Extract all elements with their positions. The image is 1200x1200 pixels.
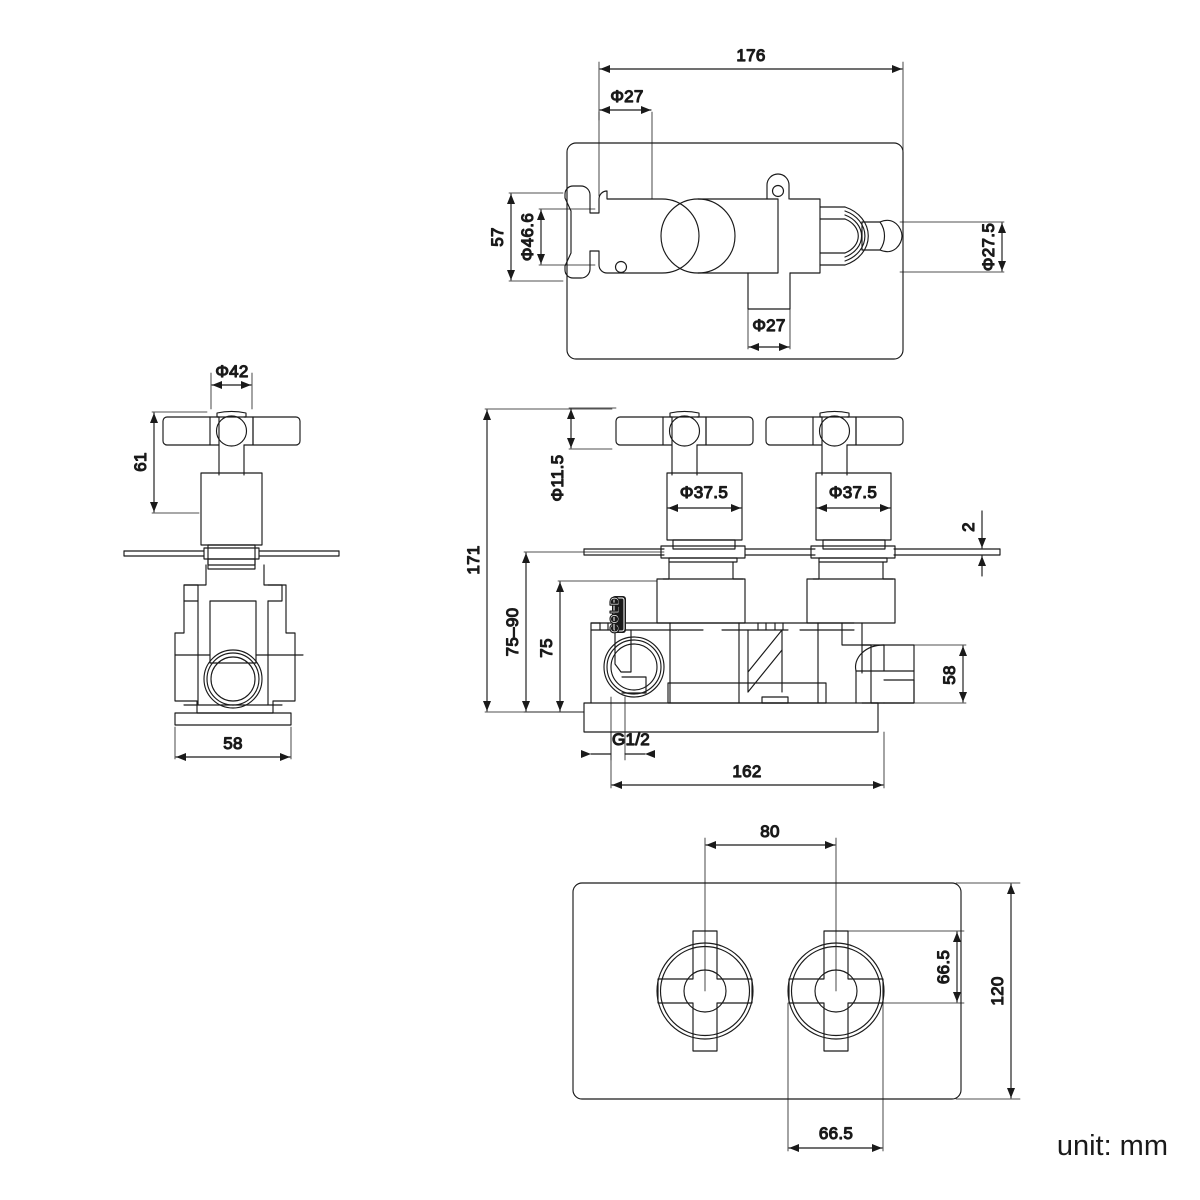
dim-front-inlet-thread: G1/2 bbox=[581, 696, 655, 761]
dim-label-75: 75 bbox=[537, 638, 556, 658]
dim-top-overall-width: 176 bbox=[598, 45, 904, 197]
dim-top-spout-dia: Φ27.5 bbox=[899, 221, 1006, 273]
face-view-backplate bbox=[572, 882, 962, 1100]
dim-label-phi11-5: Φ11.5 bbox=[548, 455, 567, 502]
dim-side-body-width: 58 bbox=[174, 726, 292, 761]
dim-top-body-dia: Φ46.6 bbox=[517, 208, 596, 266]
dim-label-66-5-horizontal: 66.5 bbox=[819, 1124, 853, 1143]
dim-label-171: 171 bbox=[464, 545, 483, 574]
front-view-sleeve-left bbox=[656, 561, 746, 624]
dim-label-phi27-left: Φ27 bbox=[610, 87, 643, 106]
dim-label-phi37-5-right: Φ37.5 bbox=[829, 483, 877, 502]
top-plan-valve-body bbox=[564, 173, 821, 310]
dim-label-176: 176 bbox=[736, 46, 765, 65]
dim-side-handle-dia: Φ42 bbox=[210, 361, 253, 410]
front-view-sleeve-right bbox=[806, 561, 896, 624]
dim-label-phi27-bottom: Φ27 bbox=[752, 316, 785, 335]
dim-label-75-90: 75–90 bbox=[503, 608, 522, 657]
top-plan-spout bbox=[861, 219, 903, 253]
dim-front-spindle-dia: Φ11.5 bbox=[547, 407, 617, 502]
dim-label-162: 162 bbox=[732, 762, 761, 781]
dim-front-overall-height: 171 bbox=[463, 408, 613, 713]
dim-label-58-front: 58 bbox=[940, 665, 959, 685]
dim-label-80: 80 bbox=[760, 822, 780, 841]
dim-front-overall-width: 162 bbox=[610, 731, 885, 789]
dim-label-57: 57 bbox=[488, 227, 507, 247]
dim-label-120: 120 bbox=[988, 976, 1007, 1005]
dim-label-2: 2 bbox=[959, 522, 978, 532]
front-view-cold-label: COLD bbox=[606, 596, 626, 634]
dim-label-phi37-5-left: Φ37.5 bbox=[680, 483, 728, 502]
front-view-valve-body bbox=[583, 622, 915, 733]
dim-front-escutcheon-left-dia: Φ37.5 bbox=[666, 482, 742, 517]
dim-side-handle-height: 61 bbox=[130, 411, 208, 514]
dim-label-phi46-6: Φ46.6 bbox=[518, 213, 537, 261]
side-view-wall-plate bbox=[123, 547, 340, 566]
side-view-body bbox=[174, 564, 304, 726]
dim-top-outlet-dia: Φ27 bbox=[747, 308, 791, 351]
dim-front-center-height: 75 bbox=[536, 580, 658, 713]
top-plan-escutcheon bbox=[819, 206, 869, 266]
cold-text: COLD bbox=[607, 597, 622, 634]
dim-face-handle-center-horizontal: 66.5 bbox=[787, 990, 884, 1152]
dim-label-phi42: Φ42 bbox=[215, 362, 248, 381]
front-view-handle-left bbox=[615, 410, 754, 476]
dim-top-body-height: 57 bbox=[487, 192, 564, 282]
dim-label-61: 61 bbox=[131, 452, 150, 472]
dim-label-g12: G1/2 bbox=[612, 730, 650, 749]
side-view-collar bbox=[200, 472, 263, 570]
dim-front-body-depth: 58 bbox=[883, 644, 967, 704]
dim-face-plate-height: 120 bbox=[955, 882, 1021, 1100]
dim-face-handle-spacing: 80 bbox=[704, 821, 837, 992]
dim-top-inlet-dia: Φ27 bbox=[598, 86, 653, 200]
dim-front-plate-thickness: 2 bbox=[958, 510, 991, 577]
front-section-view: COLD Φ11.5 Φ37.5 Φ37.5 171 bbox=[463, 407, 1001, 789]
dim-label-66-5-vertical: 66.5 bbox=[934, 950, 953, 984]
top-plan-view: 176 Φ27 57 Φ46.6 Φ27 bbox=[487, 45, 1006, 360]
front-view-wall-plate bbox=[583, 545, 1001, 563]
dim-label-phi27-5: Φ27.5 bbox=[979, 223, 998, 271]
dim-front-escutcheon-right-dia: Φ37.5 bbox=[816, 482, 891, 512]
dim-front-wall-range: 75–90 bbox=[502, 551, 665, 713]
front-face-view: 80 120 66.5 66.5 bbox=[572, 821, 1021, 1152]
side-section-view: Φ42 61 58 bbox=[123, 361, 340, 761]
dim-label-58-side: 58 bbox=[223, 734, 243, 753]
front-view-handle-right bbox=[765, 410, 904, 476]
top-plan-backplate bbox=[566, 142, 904, 360]
unit-note: unit: mm bbox=[1057, 1130, 1168, 1162]
side-view-handle bbox=[162, 410, 301, 476]
dim-face-handle-center-vertical: 66.5 bbox=[847, 930, 965, 1004]
